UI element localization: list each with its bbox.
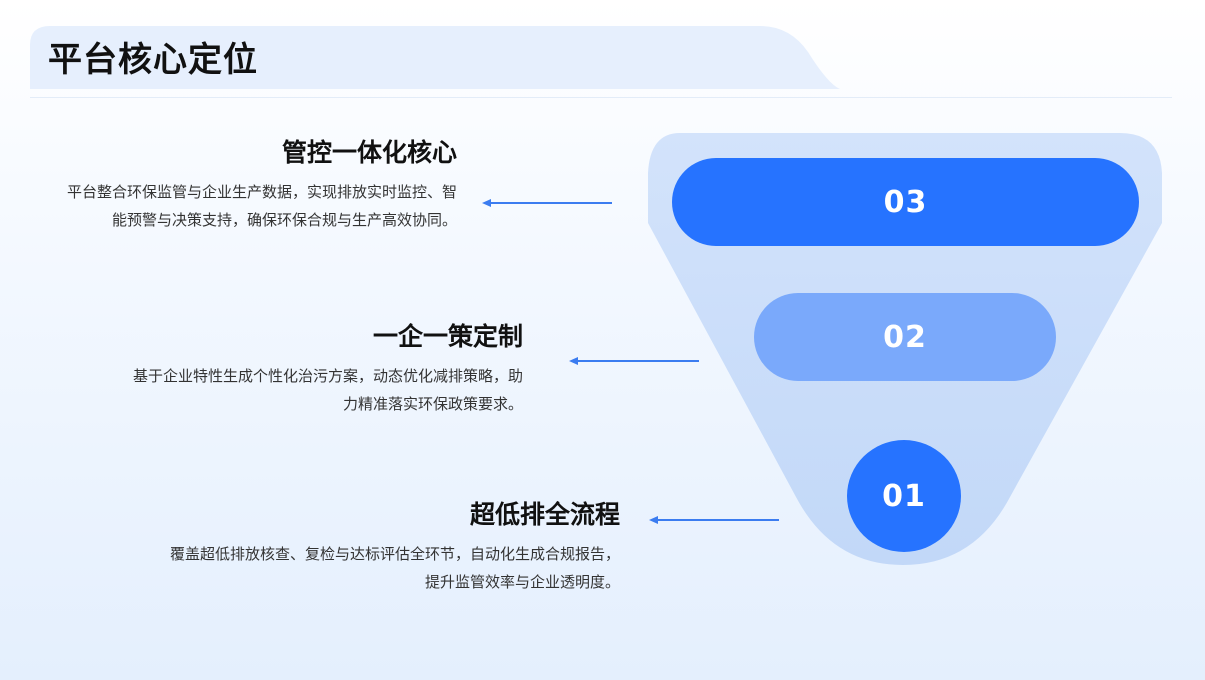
item-description-02: 基于企业特性生成个性化治污方案，动态优化减排策略，助力精准落实环保政策要求。 xyxy=(132,367,523,413)
item-03: 管控一体化核心 平台整合环保监管与企业生产数据，实现排放实时监控、智能预警与决策… xyxy=(57,136,457,234)
level-02-label: 02 xyxy=(883,319,927,355)
item-title-03: 管控一体化核心 xyxy=(281,138,457,167)
level-02-pill: 02 xyxy=(754,293,1056,381)
item-title-01: 超低排全流程 xyxy=(469,500,620,529)
arrow-left-icon xyxy=(649,514,781,526)
level-01-label: 01 xyxy=(882,478,926,514)
level-03-label: 03 xyxy=(883,184,928,220)
item-description-01: 覆盖超低排放核查、复检与达标评估全环节，自动化生成合规报告，提升监管效率与企业透… xyxy=(169,545,620,591)
level-03-pill: 03 xyxy=(672,158,1139,246)
arrow-left-icon xyxy=(569,355,701,367)
item-02: 一企一策定制 基于企业特性生成个性化治污方案，动态优化减排策略，助力精准落实环保… xyxy=(123,320,523,418)
item-01: 超低排全流程 覆盖超低排放核查、复检与达标评估全环节，自动化生成合规报告，提升监… xyxy=(160,498,620,596)
arrow-left-icon xyxy=(482,197,614,209)
title-band xyxy=(0,0,1205,100)
item-description-03: 平台整合环保监管与企业生产数据，实现排放实时监控、智能预警与决策支持，确保环保合… xyxy=(66,183,457,229)
item-title-02: 一企一策定制 xyxy=(372,322,523,351)
divider xyxy=(30,97,1172,98)
level-01-circle: 01 xyxy=(847,440,961,552)
page-title: 平台核心定位 xyxy=(48,40,258,80)
